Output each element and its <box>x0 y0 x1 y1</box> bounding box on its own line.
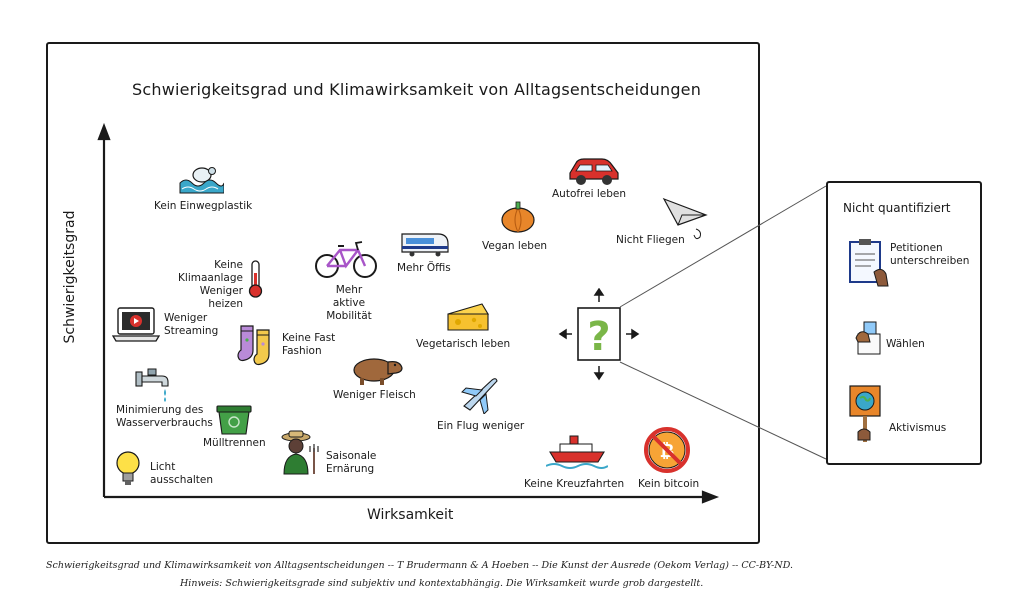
petition-clipboard-icon <box>849 239 889 287</box>
diagram-frame <box>46 42 760 544</box>
source-caption: Schwierigkeitsgrad und Klimawirksamkeit … <box>46 560 793 571</box>
farmer-icon <box>281 430 319 475</box>
item-vegan-leben: Vegan leben <box>482 240 548 252</box>
thermometer-icon <box>248 260 263 298</box>
side-item-petitionen: Petitionen unterschreiben <box>890 242 970 267</box>
item-weniger-streaming: Weniger Streaming <box>164 312 219 337</box>
y-axis-label: Schwierigkeitsgrad <box>62 210 78 344</box>
water-tap-icon <box>135 368 169 402</box>
item-ein-flug-weniger: Ein Flug weniger <box>437 420 525 432</box>
item-licht-ausschalten: Licht ausschalten <box>150 461 214 486</box>
y-axis-arrow <box>97 122 111 141</box>
train-icon <box>401 233 449 257</box>
cruise-ship-icon <box>546 435 608 469</box>
item-wasserverbrauch: Minimierung des Wasserverbrauchs <box>116 404 213 429</box>
item-mehr-oeffis: Mehr Öffis <box>397 262 451 274</box>
side-panel-title: Nicht quantifiziert <box>843 201 951 215</box>
item-weniger-fleisch: Weniger Fleisch <box>333 389 416 401</box>
item-saisonale-ernaerung: Saisonale Ernärung <box>326 450 377 475</box>
light-bulb-icon <box>116 451 140 485</box>
car-icon <box>569 158 619 185</box>
item-keine-fast-fashion: Keine Fast Fashion <box>282 332 336 357</box>
capybara-icon <box>353 358 403 385</box>
x-axis-arrow <box>701 490 720 504</box>
non-quantified-panel <box>826 181 982 465</box>
question-box-icon[interactable]: ? <box>558 288 642 384</box>
connector-line-bottom <box>619 361 827 460</box>
item-keine-klimaanlage: Keine Klimaanlage Weniger heizen <box>178 259 243 310</box>
protest-sign-icon <box>849 385 881 442</box>
pumpkin-icon <box>501 201 535 233</box>
paper-plane-icon <box>662 197 708 240</box>
ballot-hand-icon <box>855 321 881 355</box>
recycling-bin-icon <box>216 405 252 435</box>
connector-line-top <box>619 185 827 308</box>
svg-text:?: ? <box>587 314 610 360</box>
item-aktive-mobilitaet: Mehr aktive Mobilität <box>326 284 372 322</box>
airplane-icon <box>461 378 498 414</box>
side-item-aktivismus: Aktivismus <box>889 422 947 434</box>
item-kein-bitcoin: Kein bitcoin <box>638 478 700 490</box>
bicycle-icon <box>315 241 377 278</box>
note-caption: Hinweis: Schwierigkeitsgrade sind subjek… <box>180 578 704 589</box>
socks-icon <box>237 325 270 366</box>
plastic-waves-icon <box>179 167 224 194</box>
item-keine-kreuzfahrten: Keine Kreuzfahrten <box>524 478 625 490</box>
item-vegetarisch-leben: Vegetarisch leben <box>416 338 511 350</box>
item-kein-einwegplastik: Kein Einwegplastik <box>154 200 253 212</box>
no-bitcoin-icon: ₿ <box>644 427 690 473</box>
item-muelltrennen: Mülltrennen <box>203 437 266 449</box>
x-axis-label: Wirksamkeit <box>367 507 454 523</box>
diagram-title: Schwierigkeitsgrad und Klimawirksamkeit … <box>132 80 702 99</box>
item-nicht-fliegen: Nicht Fliegen <box>616 234 685 246</box>
cheese-icon <box>447 303 489 331</box>
item-autofrei-leben: Autofrei leben <box>552 188 627 200</box>
laptop-play-icon <box>112 307 160 342</box>
side-item-waehlen: Wählen <box>886 338 925 350</box>
